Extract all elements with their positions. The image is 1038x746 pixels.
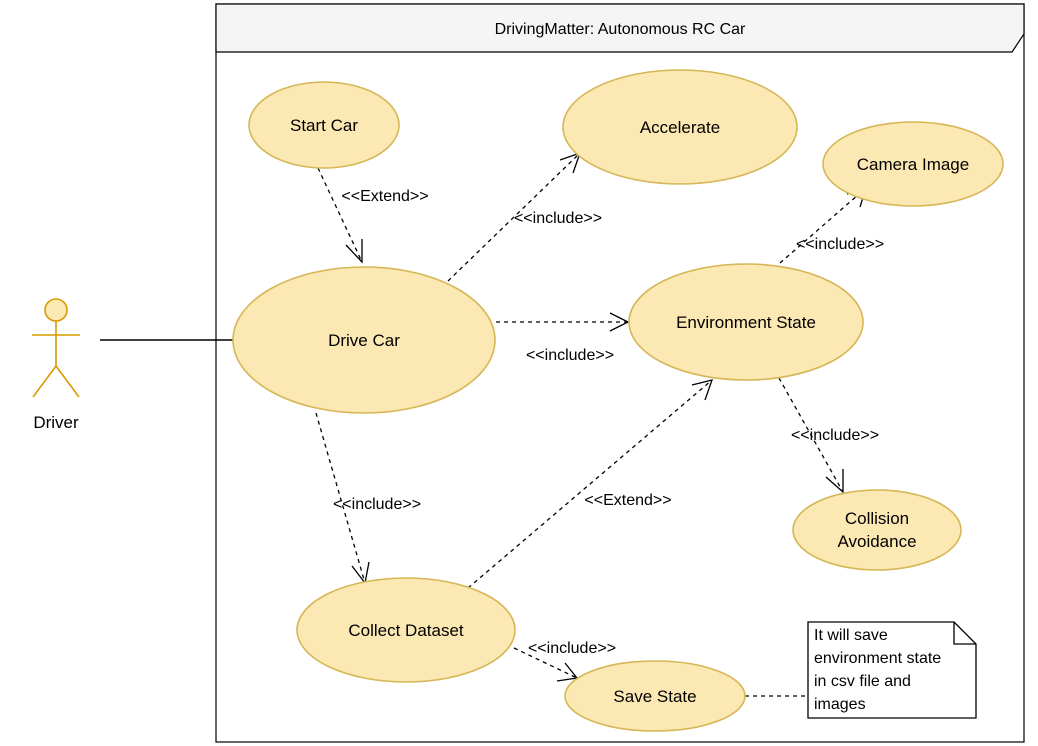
use-case-environment-state-shape [628, 263, 864, 381]
edge-start-to-drive [317, 167, 363, 263]
note: It will save environment state in csv fi… [807, 621, 977, 719]
use-case-drive-car-label: Drive Car [328, 331, 400, 350]
edge-collect-to-save [513, 647, 578, 679]
use-case-save-state: Save State [564, 660, 746, 732]
note-line-3: in csv file and [814, 673, 911, 690]
label-env-to-collision: <<include>> [791, 427, 879, 444]
arrow-env-to-collision [825, 469, 844, 494]
use-case-collision-avoidance: Collision Avoidance [792, 489, 962, 571]
label-start-to-drive: <<Extend>> [341, 188, 428, 205]
note-line-4: images [814, 696, 866, 713]
note-fold [953, 622, 976, 645]
arrow-drive-to-env [609, 312, 630, 332]
use-case-environment-state-label: Environment State [676, 313, 816, 332]
use-case-environment-state: Environment State [628, 263, 864, 381]
actor-label: Driver [33, 413, 79, 432]
note-shape [807, 621, 977, 719]
label-collect-to-env: <<Extend>> [584, 492, 671, 509]
system-title: DrivingMatter: Autonomous RC Car [495, 21, 746, 38]
use-case-drive-car-shape [232, 266, 496, 414]
use-case-camera-image-label: Camera Image [857, 155, 969, 174]
edge-collect-to-env [467, 379, 713, 589]
use-case-drive-car: Drive Car [232, 266, 496, 414]
use-case-camera-image: Camera Image [822, 121, 1004, 207]
label-drive-to-accelerate: <<include>> [514, 210, 602, 227]
label-collect-to-save: <<include>> [528, 640, 616, 657]
use-case-save-state-label: Save State [613, 687, 696, 706]
arrow-collect-to-env [691, 379, 714, 401]
use-case-accelerate: Accelerate [562, 69, 798, 185]
use-case-collision-avoidance-label-line1: Collision [845, 509, 909, 528]
use-case-collect-dataset-shape [296, 577, 516, 683]
edge-drive-to-collect [315, 412, 366, 584]
note-line-2: environment state [814, 650, 941, 667]
relationships: <<Extend>> <<include>> <<include>> <<inc… [315, 151, 884, 697]
actor-right-leg [55, 365, 80, 398]
label-drive-to-env: <<include>> [526, 347, 614, 364]
use-case-collision-avoidance-shape [792, 489, 962, 571]
use-case-start-car: Start Car [248, 81, 400, 169]
edge-env-to-collision [778, 377, 844, 493]
use-case-camera-image-shape [822, 121, 1004, 207]
use-case-start-car-label: Start Car [290, 116, 358, 135]
use-case-accelerate-shape [562, 69, 798, 185]
label-drive-to-collect: <<include>> [333, 496, 421, 513]
actor-head [44, 298, 68, 322]
system-title-tab [215, 3, 1025, 53]
arrow-start-to-drive [345, 239, 363, 264]
use-case-collect-dataset-label: Collect Dataset [348, 621, 464, 640]
use-case-save-state-shape [564, 660, 746, 732]
edge-env-to-camera [779, 187, 867, 264]
use-case-start-car-shape [248, 81, 400, 169]
use-case-accelerate-label: Accelerate [640, 118, 720, 137]
edge-drive-to-accelerate [447, 152, 581, 282]
actor-left-leg [32, 365, 57, 398]
use-case-collect-dataset: Collect Dataset [296, 577, 516, 683]
label-env-to-camera: <<include>> [796, 236, 884, 253]
actor-driver: Driver [32, 298, 80, 432]
note-line-1: It will save [814, 627, 888, 644]
use-case-collision-avoidance-label-line2: Avoidance [837, 532, 916, 551]
